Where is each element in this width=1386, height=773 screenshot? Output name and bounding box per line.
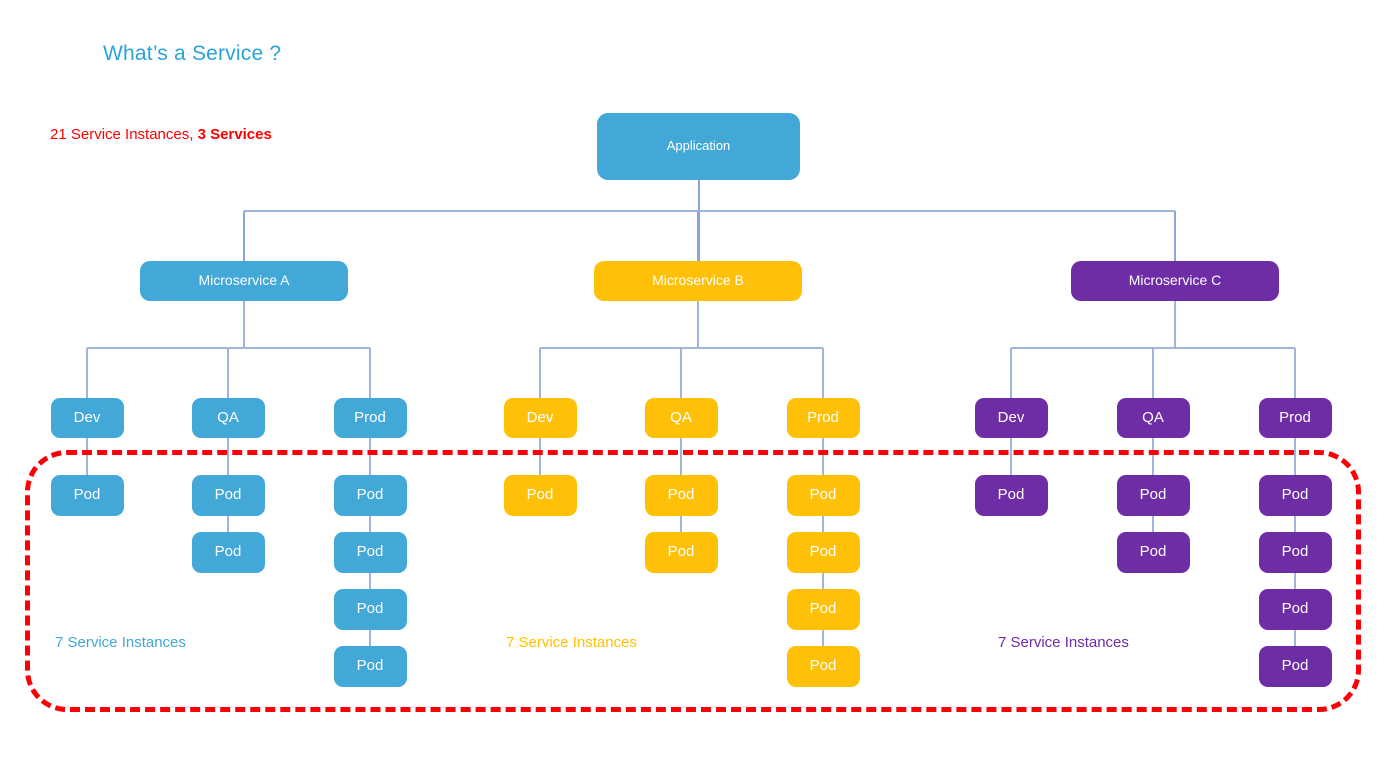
node-b-prod-pod-3[interactable]: Pod: [786, 589, 860, 630]
node-c-env-dev[interactable]: Dev: [974, 398, 1048, 438]
connector-c-qa-drop: [1152, 348, 1154, 398]
connector-b-prod-pod-2: [822, 516, 824, 532]
connector-b-prod-pod-4: [822, 630, 824, 646]
connector-microservice-c-drop: [1174, 211, 1176, 261]
instances-label-b: 7 Service Instances: [506, 634, 637, 651]
node-b-dev-pod-1[interactable]: Pod: [503, 475, 577, 516]
node-a-qa-pod-2[interactable]: Pod: [191, 532, 265, 573]
node-c-dev-pod-1[interactable]: Pod: [974, 475, 1048, 516]
node-c-prod-pod-4[interactable]: Pod: [1258, 646, 1332, 687]
node-b-env-dev[interactable]: Dev: [503, 398, 577, 438]
node-a-env-qa[interactable]: QA: [191, 398, 265, 438]
node-microservice-b[interactable]: Microservice B: [594, 261, 802, 301]
node-c-env-prod[interactable]: Prod: [1258, 398, 1332, 438]
service-instances-boundary: [25, 450, 1361, 712]
node-c-qa-pod-1[interactable]: Pod: [1116, 475, 1190, 516]
node-application[interactable]: Application: [597, 113, 800, 180]
node-b-env-prod[interactable]: Prod: [786, 398, 860, 438]
instances-label-a: 7 Service Instances: [55, 634, 186, 651]
connector-a-qa-pod-1: [227, 438, 229, 475]
connector-a-prod-pod-4: [369, 630, 371, 646]
connector-microservice-a-drop: [243, 211, 245, 261]
connector-b-env-stem: [697, 301, 699, 348]
node-microservice-c[interactable]: Microservice C: [1071, 261, 1279, 301]
connector-c-dev-drop: [1010, 348, 1012, 398]
node-b-prod-pod-4[interactable]: Pod: [786, 646, 860, 687]
node-c-env-qa[interactable]: QA: [1116, 398, 1190, 438]
connector-a-prod-drop: [369, 348, 371, 398]
node-a-prod-pod-1[interactable]: Pod: [333, 475, 407, 516]
node-c-prod-pod-2[interactable]: Pod: [1258, 532, 1332, 573]
connector-a-prod-pod-1: [369, 438, 371, 475]
connector-c-prod-pod-2: [1294, 516, 1296, 532]
connector-a-dev-drop: [86, 348, 88, 398]
summary-prefix: 21 Service Instances,: [50, 126, 198, 143]
page-title: What’s a Service ?: [103, 42, 282, 65]
node-c-prod-pod-3[interactable]: Pod: [1258, 589, 1332, 630]
node-a-qa-pod-1[interactable]: Pod: [191, 475, 265, 516]
connector-b-prod-pod-1: [822, 438, 824, 475]
node-b-env-qa[interactable]: QA: [644, 398, 718, 438]
connector-c-dev-pod-1: [1010, 438, 1012, 475]
connector-application-bus: [244, 210, 1175, 212]
connector-a-prod-pod-2: [369, 516, 371, 532]
summary-emphasis: 3 Services: [197, 126, 272, 143]
connector-b-prod-pod-3: [822, 573, 824, 589]
connector-microservice-b-drop: [697, 211, 699, 261]
connector-a-prod-pod-3: [369, 573, 371, 589]
connector-c-qa-pod-1: [1152, 438, 1154, 475]
node-b-qa-pod-1[interactable]: Pod: [644, 475, 718, 516]
node-b-prod-pod-2[interactable]: Pod: [786, 532, 860, 573]
node-a-dev-pod-1[interactable]: Pod: [50, 475, 124, 516]
connector-a-qa-pod-2: [227, 516, 229, 532]
connector-c-qa-pod-2: [1152, 516, 1154, 532]
connector-c-prod-pod-1: [1294, 438, 1296, 475]
instances-label-c: 7 Service Instances: [998, 634, 1129, 651]
connector-c-env-stem: [1174, 301, 1176, 348]
connector-b-qa-pod-1: [680, 438, 682, 475]
connector-a-qa-drop: [227, 348, 229, 398]
node-a-prod-pod-3[interactable]: Pod: [333, 589, 407, 630]
node-b-qa-pod-2[interactable]: Pod: [644, 532, 718, 573]
node-c-prod-pod-1[interactable]: Pod: [1258, 475, 1332, 516]
node-c-qa-pod-2[interactable]: Pod: [1116, 532, 1190, 573]
connector-b-prod-drop: [822, 348, 824, 398]
connector-c-prod-drop: [1294, 348, 1296, 398]
connector-b-qa-drop: [680, 348, 682, 398]
summary-text: 21 Service Instances, 3 Services: [50, 126, 272, 143]
connector-b-dev-drop: [539, 348, 541, 398]
node-a-prod-pod-2[interactable]: Pod: [333, 532, 407, 573]
connector-c-prod-pod-3: [1294, 573, 1296, 589]
connector-c-prod-pod-4: [1294, 630, 1296, 646]
connector-b-dev-pod-1: [539, 438, 541, 475]
connector-a-env-stem: [243, 301, 245, 348]
node-b-prod-pod-1[interactable]: Pod: [786, 475, 860, 516]
connector-a-dev-pod-1: [86, 438, 88, 475]
node-a-env-prod[interactable]: Prod: [333, 398, 407, 438]
node-a-env-dev[interactable]: Dev: [50, 398, 124, 438]
node-microservice-a[interactable]: Microservice A: [140, 261, 348, 301]
connector-b-qa-pod-2: [680, 516, 682, 532]
node-a-prod-pod-4[interactable]: Pod: [333, 646, 407, 687]
